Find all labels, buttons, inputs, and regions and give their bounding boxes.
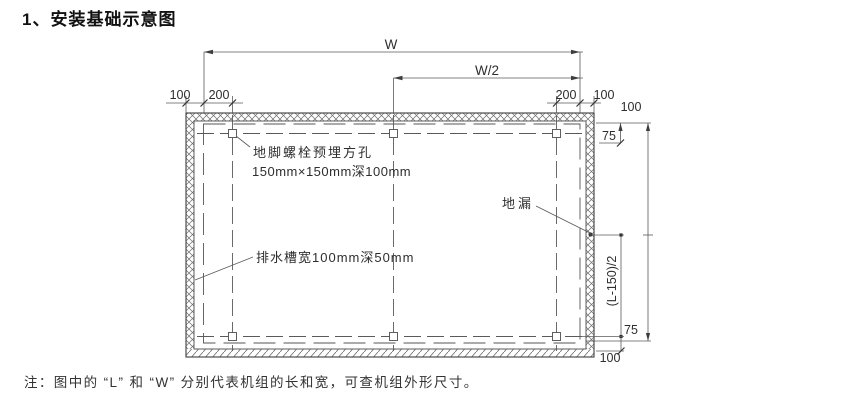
dim-w-half-label: W/2 — [475, 63, 499, 78]
anchor-bolt-label-line2: 150mm×150mm深100mm — [252, 164, 411, 179]
dim-w-half: W/2 — [393, 63, 583, 81]
foundation-inner-edge — [193, 120, 587, 350]
drain-channel-label: 排水槽宽100mm深50mm — [256, 250, 414, 265]
callout-drain-channel: 排水槽宽100mm深50mm — [194, 250, 414, 281]
floor-drain-label: 地漏 — [502, 196, 534, 211]
dim-w: W — [204, 37, 583, 55]
floor-drain-point — [588, 232, 593, 237]
hatch-band-top — [186, 113, 594, 121]
leader-line — [235, 135, 251, 148]
leader-line — [535, 205, 591, 234]
callout-floor-drain: 地漏 — [502, 196, 591, 234]
foundation-slab — [185, 112, 595, 358]
anchor-bolt-hole — [389, 332, 398, 341]
anchor-bolt-hole — [389, 129, 398, 138]
hatch-band-left — [186, 121, 194, 349]
foundation-outer-edge — [185, 112, 595, 358]
dim-tl-200-label: 200 — [209, 88, 230, 102]
page-title: 1、安装基础示意图 — [22, 10, 177, 29]
dim-r-top-100-label: 100 — [621, 100, 642, 114]
dim-right-chain: 100 75 (L-150)/2 75 100 — [582, 100, 653, 365]
anchor-bolt-label-line1: 地脚螺栓预埋方孔 — [253, 145, 373, 160]
hatch-band-bottom — [186, 349, 594, 357]
anchor-bolt-hole — [228, 129, 237, 138]
anchor-bolt-hole — [552, 332, 561, 341]
anchor-bolt-hole — [228, 332, 237, 341]
extension-lines — [185, 52, 595, 113]
anchor-bolt-hole — [552, 129, 561, 138]
page-note: 注：图中的 “L” 和 “W” 分别代表机组的长和宽，可查机组外形尺寸。 — [24, 375, 479, 390]
dim-tr-200-label: 200 — [556, 88, 577, 102]
dim-w-label: W — [385, 37, 398, 52]
dim-top-right-chain: 200 100 — [547, 88, 614, 107]
dim-l150-label: (L-150)/2 — [605, 256, 619, 307]
anchor-bolt-holes — [228, 129, 561, 341]
dim-tr-100-label: 100 — [594, 88, 615, 102]
unit-outline — [203, 123, 581, 344]
leader-line — [194, 256, 254, 281]
dim-r-top-75-label: 75 — [602, 129, 616, 143]
dim-tl-100-label: 100 — [170, 88, 191, 102]
dim-r-bottom-100-label: 100 — [600, 351, 621, 365]
dim-top-left-chain: 100 200 — [166, 88, 243, 107]
callout-anchor-bolt: 地脚螺栓预埋方孔 150mm×150mm深100mm — [235, 135, 411, 179]
dim-r-bottom-75-label: 75 — [624, 323, 638, 337]
